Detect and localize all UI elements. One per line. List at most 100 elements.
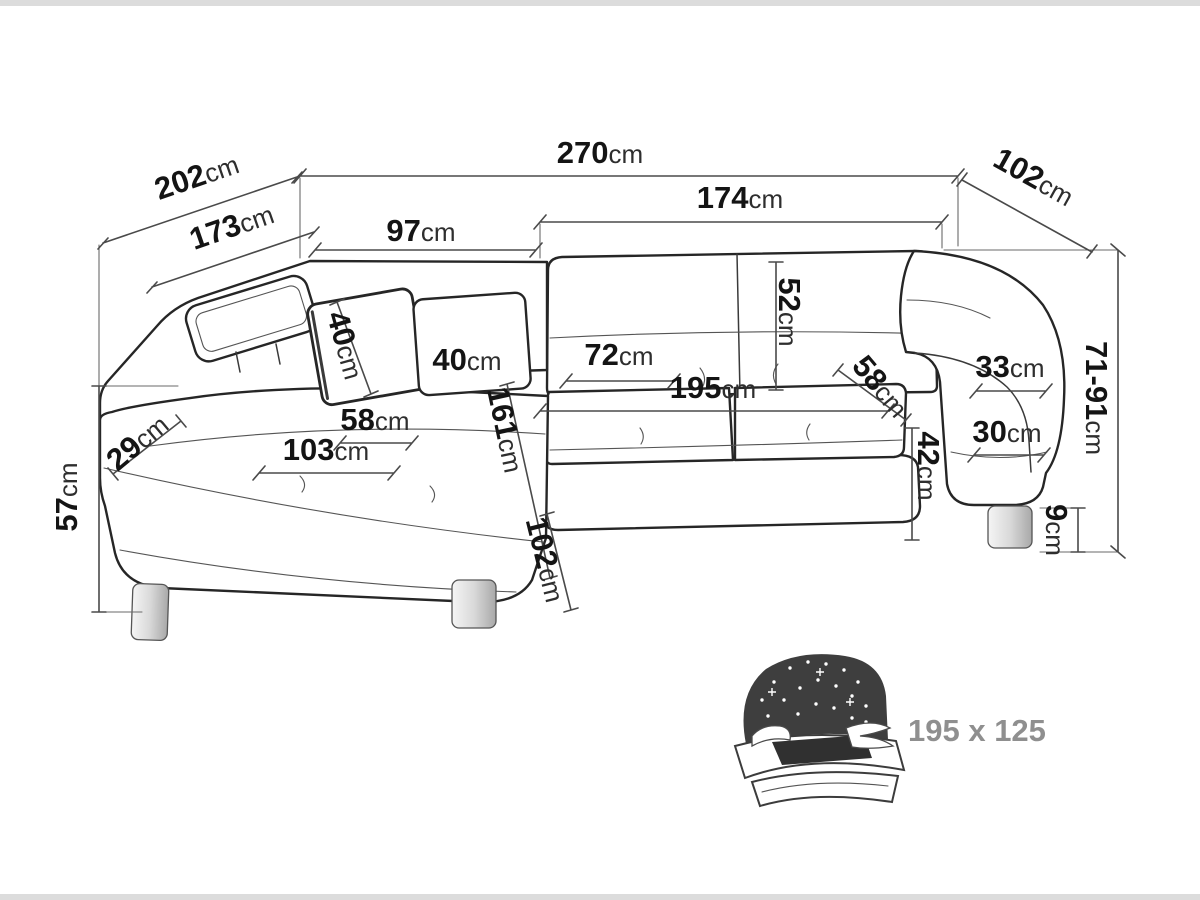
pillow-right-outline [412,291,532,397]
dim-71-91-number: 71-91 [1079,341,1114,420]
dim-42-label: 42cm [911,431,946,500]
dim-line-195 [533,403,895,419]
dim-72-label: 72cm [584,337,653,372]
dim-line-173 [146,226,320,294]
top-border-strip [0,0,1200,6]
dim-line-57 [91,385,107,613]
dim-71-91-unit: cm [1080,420,1110,455]
bottom-border-strip [0,894,1200,900]
backrest-seam [736,253,741,395]
dim-33-number: 33 [975,349,1009,384]
dim-58-left-label: 58cm [340,402,409,437]
headrest-hinge-2 [275,343,281,365]
dim-71-91-label: 71-91cm [1079,341,1114,455]
dim-line-97 [308,242,543,258]
headrest-hinge-1 [235,351,241,373]
dim-30-label: 30cm [972,414,1041,449]
dim-line-161 [499,381,558,581]
bed-headboard [743,654,888,744]
dim-30-number: 30 [972,414,1006,449]
dim-72-unit: cm [619,341,654,371]
bed-icon: 195 x 125 [733,654,1046,808]
leg-front-left [130,582,170,642]
dim-line-58-left [333,435,419,451]
dim-195-label: 195cm [670,370,756,405]
dim-161-label: 161cm [480,384,532,476]
chaise-front-edge [103,467,544,543]
dim-line-71-91 [1110,243,1126,559]
seat-tuft-1 [639,427,644,445]
dim-line-174 [533,214,949,230]
dim-270-label: 270cm [557,135,643,170]
dim-line-270 [293,168,965,184]
dim-30-unit: cm [1007,418,1042,448]
seat-piping [549,439,903,451]
dim-line-33 [969,383,1053,399]
leg-right [987,505,1033,549]
stars [760,660,868,730]
dim-195-unit: cm [722,374,757,404]
dim-42-unit: cm [912,466,942,501]
dim-40-unit: cm [467,346,502,376]
dim-97-number: 97 [386,213,420,248]
dim-line-102-bottom [539,511,579,613]
seat-base-right [541,453,922,532]
dim-line-52 [768,261,784,391]
dim-103-number: 103 [283,432,335,467]
dim-line-58-right [832,363,912,427]
chaise-cushion-line [149,428,546,447]
dim-103-label: 103cm [283,432,369,467]
backrest-tuft-left [699,367,706,389]
dim-102-bottom-unit: cm [532,564,569,605]
dim-174-unit: cm [749,184,784,214]
armrest-crease [950,451,1048,459]
dim-9-number: 9 [1039,504,1074,521]
bed-pillow [751,725,791,748]
leg-front-middle [451,579,497,629]
dim-58-left-unit: cm [375,406,410,436]
dim-173-label: 173cm [185,195,278,256]
sofa-drawing [98,249,1066,642]
dim-202-label: 202cm [150,145,243,206]
armrest-inner-curve [914,352,1032,473]
dim-line-102-top [956,172,1098,259]
headrest [184,274,318,363]
chaise-outline [98,386,550,604]
dim-72-number: 72 [584,337,618,372]
dim-97-unit: cm [421,217,456,247]
pillow-left [306,287,429,407]
dim-52-label: 52cm [772,277,807,346]
pillow-right [412,291,532,397]
bed-sheet-fold [845,722,895,749]
dim-57-number: 57 [49,497,84,531]
seat-tuft-2 [806,423,811,441]
bed-base-line [761,782,889,793]
dim-line-29 [107,414,187,481]
star-sparkles [768,668,854,706]
dim-33-unit: cm [1010,353,1045,383]
backrest-tuft-right [772,363,779,385]
dim-9-unit: cm [1040,521,1070,556]
bed-size-label: 195 x 125 [908,713,1046,748]
dim-57-label: 57cm [49,462,84,531]
dim-174-label: 174cm [697,180,783,215]
dim-161-unit: cm [492,435,529,475]
dim-58-left-number: 58 [340,402,374,437]
dim-103-unit: cm [335,436,370,466]
dim-line-72 [559,373,681,389]
dim-40-label: 40cm [432,342,501,377]
chaise-tuft-2 [429,485,436,503]
dim-270-number: 270 [557,135,609,170]
dim-33-label: 33cm [975,349,1044,384]
dim-9-label: 9cm [1039,504,1074,556]
dim-line-42 [904,427,920,541]
dim-52-number: 52 [772,277,807,311]
dimension-lines [91,168,1126,613]
dim-line-202 [97,171,303,250]
dim-97-label: 97cm [386,213,455,248]
dim-40-number: 40 [432,342,466,377]
dim-57-unit: cm [53,462,83,497]
chaise-tuft-1 [299,475,306,493]
